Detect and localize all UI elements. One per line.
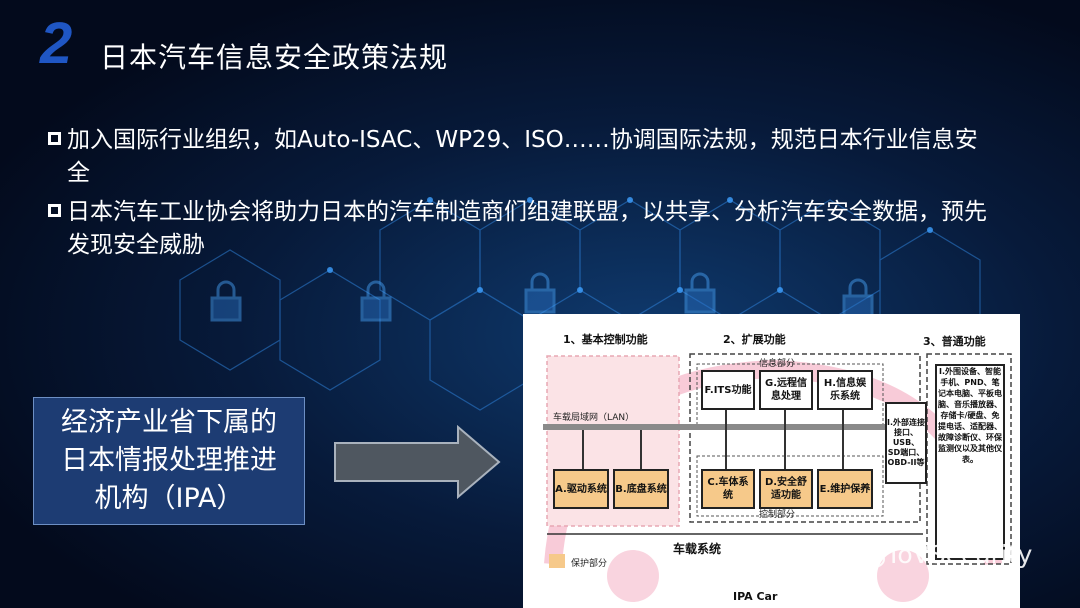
square-bullet-icon [48,132,61,145]
bullet-list: 加入国际行业组织，如Auto-ISAC、WP29、ISO……协调国际法规，规范日… [48,124,988,268]
module-maintenance: E.维护保养 [817,469,873,509]
ipa-callout-text: 经济产业省下属的 日本情报处理推进 机构（IPA） [61,407,277,514]
lan-label: 车载局域网（LAN） [553,413,635,423]
interface-module: I.外部连接接口、USB、SD端口、OBD-II等 [885,402,927,484]
square-bullet-icon [48,204,61,217]
module-body-system: C.车体系统 [701,469,755,509]
info-part-label: 信息部分 [759,359,796,369]
ipa-callout-box: 经济产业省下属的 日本情报处理推进 机构（IPA） [33,397,305,525]
section-ext-label: 2、扩展功能 [723,333,786,346]
diagram-footer: IPA Car [733,590,778,603]
bullet-item: 加入国际行业组织，如Auto-ISAC、WP29、ISO……协调国际法规，规范日… [48,124,988,190]
bullet-text: 加入国际行业组织，如Auto-ISAC、WP29、ISO……协调国际法规，规范日… [67,127,978,186]
general-peripherals-list: I.外围设备、智能手机、PND、笔记本电脑、平板电脑、音乐播放器、存储卡/硬盘、… [935,364,1005,560]
module-infotainment: H.信息娱乐系统 [817,370,873,410]
wechat-icon [852,544,885,568]
module-its: F.ITS功能 [701,370,755,410]
right-arrow-icon [334,425,501,500]
slide-title: 日本汽车信息安全政策法规 [100,41,449,74]
section-basic-label: 1、基本控制功能 [563,333,648,346]
module-chassis-system: B.底盘系统 [613,469,669,509]
watermark: IoVSecurity [852,540,1032,569]
module-telematics: G.远程信息处理 [759,370,813,410]
watermark-text: IoVSecurity [890,540,1033,569]
bullet-text: 日本汽车工业协会将助力日本的汽车制造商们组建联盟，以共享、分析汽车安全数据，预先… [67,199,987,258]
module-drive-system: A.驱动系统 [553,469,609,509]
vehicle-system-label: 车载系统 [673,542,722,556]
slide-number: 2 [40,11,73,76]
bullet-item: 日本汽车工业协会将助力日本的汽车制造商们组建联盟，以共享、分析汽车安全数据，预先… [48,196,988,262]
control-part-label: 控制部分 [759,510,796,520]
section-general-label: 3、普通功能 [923,335,986,348]
ipa-car-diagram: 1、基本控制功能 2、扩展功能 3、普通功能 信息部分 控制部分 车载局域网（L… [523,314,1020,608]
module-safety-comfort: D.安全舒适功能 [759,469,813,509]
legend-protect-label: 保护部分 [571,559,608,569]
